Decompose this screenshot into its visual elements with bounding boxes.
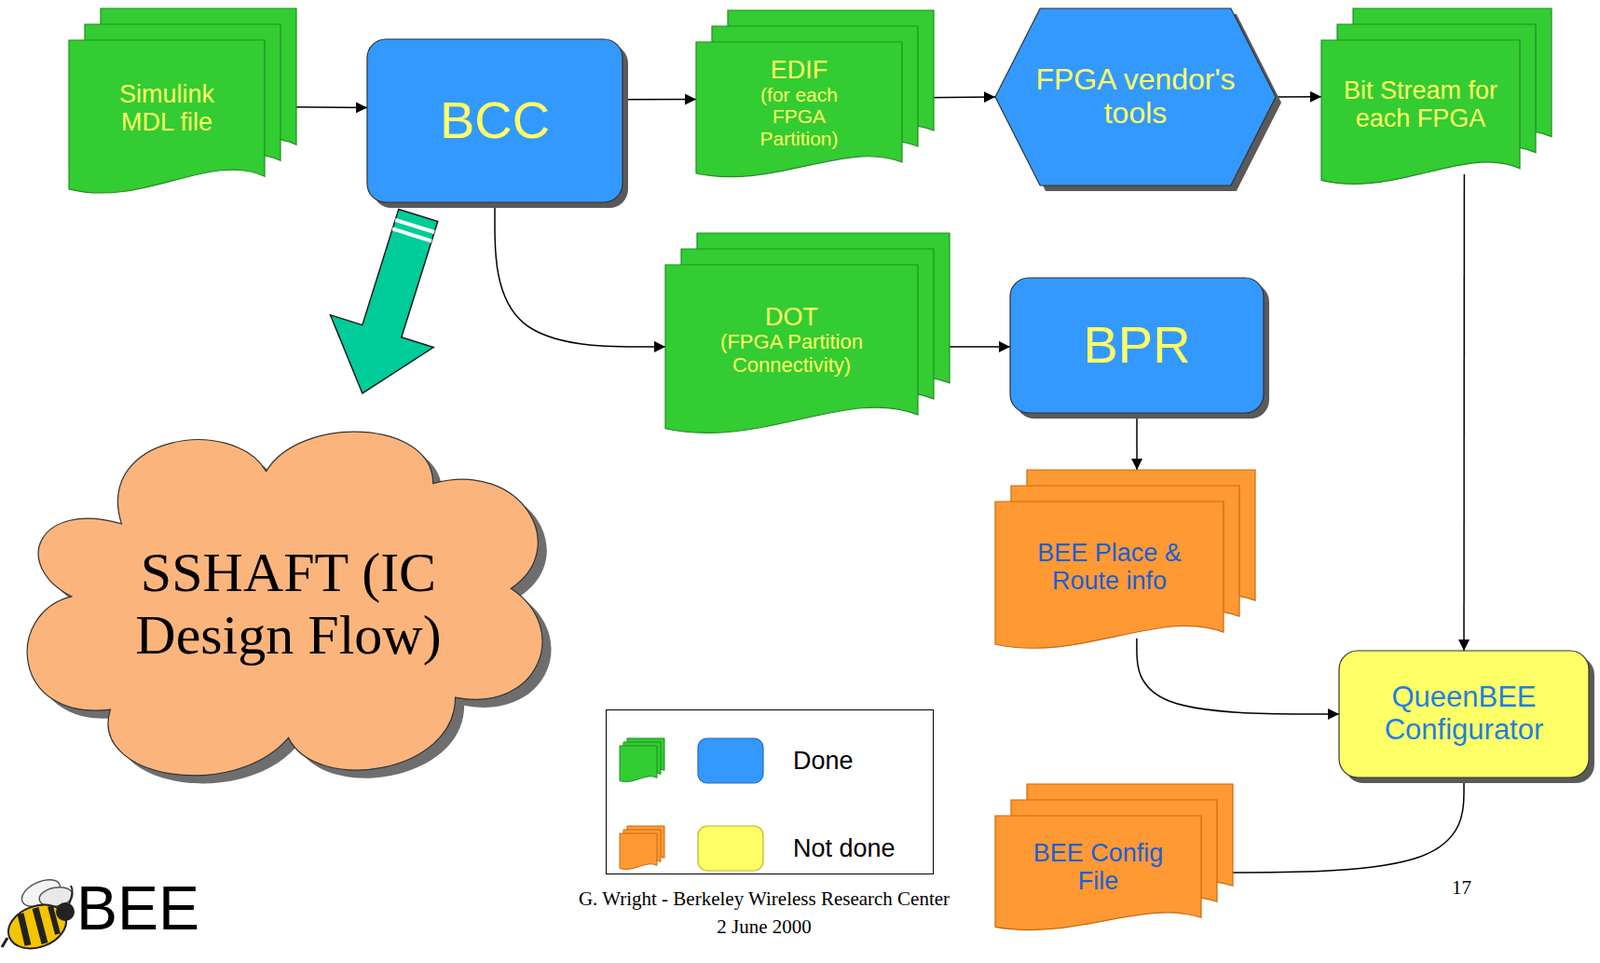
legend-box-sample [697, 738, 764, 783]
connector-line [1463, 174, 1465, 651]
legend-sample [619, 738, 665, 782]
legend-text: Not done [793, 832, 896, 864]
text-area: EDIF(for each FPGA Partition) [703, 47, 895, 158]
document-sheet [68, 40, 265, 193]
text-area: BEE Config File [1002, 820, 1194, 914]
flow-arrow [1275, 95, 1322, 97]
connector-line [1135, 412, 1138, 470]
text-area: DOT(FPGA Partition Connectivity) [672, 270, 911, 410]
node-text: BCC [439, 91, 550, 151]
pending-process-box: QueenBEE Configurator [1339, 650, 1589, 778]
text-area: FPGA vendor's tools [1023, 17, 1248, 177]
flow-arrow [1136, 638, 1340, 714]
flow-arrow [1463, 174, 1465, 651]
rounded-box [1339, 650, 1589, 778]
flow-arrow [1136, 412, 1138, 470]
node-text: BEE Config File [1024, 838, 1174, 895]
node-text: BPR [1082, 315, 1190, 375]
node-text: SSHAFT (IC Design Flow) [134, 541, 442, 667]
block-arrow [330, 208, 438, 394]
pending-document: BEE Config File [995, 783, 1233, 934]
legend-text: Done [793, 744, 854, 777]
document-sheet [1321, 40, 1520, 184]
document-sheet [665, 264, 918, 433]
legend-doc [619, 745, 657, 782]
connector-line [622, 98, 697, 101]
logo-text: BEE [76, 872, 200, 944]
node-text: EDIF [770, 55, 829, 84]
node-text: (for each FPGA Partition) [738, 83, 861, 151]
date-footer: 2 June 2000 [521, 915, 1007, 939]
slide-number: 17 [1451, 875, 1472, 900]
connector-line [494, 202, 666, 347]
bee-logo-icon [1, 874, 75, 957]
text-area: BPR [1021, 285, 1253, 406]
process-box: BPR [1010, 277, 1264, 413]
output-document: EDIF(for each FPGA Partition) [696, 10, 934, 182]
connector-line [1201, 777, 1464, 873]
block-arrow-body [330, 208, 438, 394]
connector-line [1136, 638, 1340, 714]
legend-doc [619, 833, 657, 870]
node-text: DOT [765, 302, 819, 331]
node-text: BEE Place & Route info [1016, 538, 1204, 595]
output-document: Bit Stream for each FPGA [1321, 8, 1552, 190]
flow-arrow [622, 98, 697, 100]
input-document: Simulink MDL file [68, 8, 297, 199]
block-arrow-stripe [392, 228, 432, 241]
hexagon-shape [995, 8, 1276, 186]
cloud-shape [27, 431, 543, 776]
flow-arrow [1201, 777, 1464, 873]
text-area: BCC [378, 46, 612, 195]
output-document: DOT(FPGA Partition Connectivity) [665, 232, 950, 439]
tool-hexagon: FPGA vendor's tools [995, 8, 1276, 186]
flow-arrow [494, 202, 666, 347]
legend-box-sample [697, 825, 764, 871]
author-footer: G. Wright - Berkeley Wireless Research C… [521, 887, 1007, 911]
rounded-box [367, 39, 623, 203]
connector-line [1275, 95, 1322, 98]
rounded-box [1010, 277, 1264, 413]
legend-box: DoneNot done [605, 709, 934, 875]
document-sheet [995, 501, 1224, 648]
text-area: Simulink MDL file [76, 45, 258, 172]
text-area: SSHAFT (IC Design Flow) [88, 483, 490, 726]
process-box: BCC [367, 39, 623, 203]
node-text: Bit Stream for each FPGA [1341, 76, 1501, 133]
text-area: BEE Place & Route info [1002, 506, 1217, 628]
legend-sample [619, 825, 665, 870]
document-sheet [696, 41, 903, 178]
text-area: QueenBEE Configurator [1350, 657, 1578, 770]
document-sheet [995, 815, 1202, 930]
node-text: Simulink MDL file [96, 80, 237, 137]
design-flow-cloud: SSHAFT (IC Design Flow) [10, 402, 567, 807]
node-text: QueenBEE Configurator [1356, 681, 1572, 746]
node-text: (FPGA Partition Connectivity) [694, 330, 890, 377]
text-area: Bit Stream for each FPGA [1328, 45, 1513, 164]
node-text: FPGA vendor's tools [1023, 63, 1247, 131]
pending-document: BEE Place & Route info [995, 469, 1256, 654]
